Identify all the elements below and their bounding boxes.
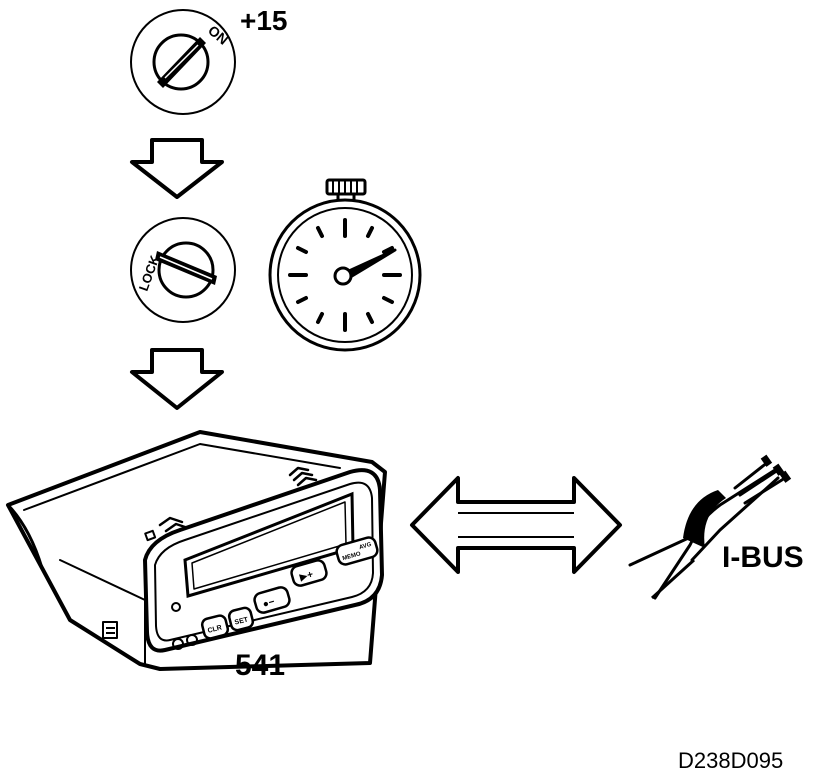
module-button-clr: CLR [200, 614, 230, 640]
ignition-switch-on-icon: ON [130, 9, 236, 115]
module-button-set: SET [227, 606, 255, 632]
bidirectional-arrow-icon [410, 476, 622, 574]
control-module-541: CLR SET ●− ▶+ MEMO AVG [6, 430, 387, 671]
stopwatch-icon [268, 178, 422, 352]
bus-name-label: I-BUS [722, 541, 804, 574]
svg-text:AVG: AVG [359, 542, 373, 551]
module-button-minus: ●− [253, 586, 291, 614]
module-connector-icon [102, 621, 118, 639]
svg-text:●−: ●− [262, 597, 277, 611]
ignition-on-state-label: +15 [240, 5, 288, 36]
svg-text:▶+: ▶+ [299, 569, 315, 583]
ignition-switch-lock-icon: LOCK [130, 217, 236, 323]
module-button-memo-avg: MEMO AVG [335, 536, 379, 566]
module-vent-icon [288, 466, 318, 487]
ignition-on-key-label: ON [205, 22, 231, 48]
down-arrow-icon [130, 138, 224, 199]
svg-text:SET: SET [234, 616, 250, 626]
svg-text:CLR: CLR [207, 624, 223, 634]
figure-code-label: D238D095 [678, 748, 783, 773]
bus-cable-icon [628, 454, 792, 600]
module-button-plus: ▶+ [290, 559, 328, 587]
module-number-label: 541 [235, 649, 285, 682]
svg-text:MEMO: MEMO [342, 551, 362, 562]
down-arrow-icon [130, 348, 224, 410]
